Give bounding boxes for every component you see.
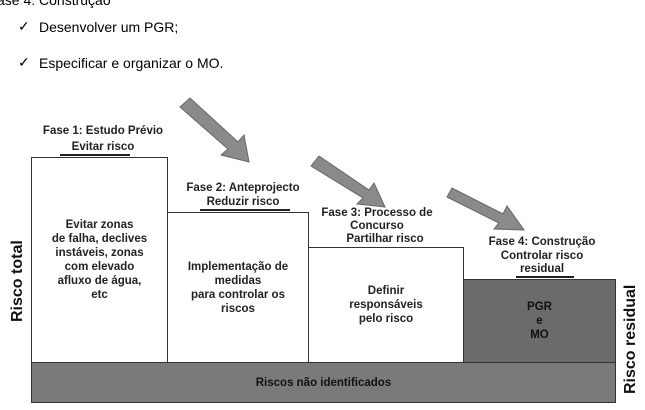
phase-4-description: PGR e MO	[527, 301, 552, 341]
phase-2-subtitle: Reduzir risco	[206, 196, 280, 208]
phase-2-box: Implementação de medidas para controlar …	[167, 212, 309, 363]
phase-1-description: Evitar zonas de falha, declives instávei…	[51, 219, 148, 301]
section-heading: ase 4: Construção	[0, 0, 111, 8]
phase-1-title: Fase 1: Estudo Prévio	[42, 125, 164, 137]
phase-1-subtitle: Evitar risco	[71, 141, 135, 153]
phase-4-title: Fase 4: Construção	[488, 236, 596, 248]
checklist-item: ✓ Especificar e organizar o MO.	[18, 54, 223, 71]
phase-1-underline	[60, 154, 130, 156]
phase-3-subtitle: Partilhar risco	[346, 233, 424, 245]
checkmark-icon: ✓	[18, 54, 30, 70]
phase-2-description: Implementação de medidas para controlar …	[187, 260, 289, 315]
phase-2-title: Fase 2: Anteprojecto	[186, 182, 300, 194]
phase-2-underline	[200, 209, 290, 211]
total-risk-axis-label: Risco total	[9, 240, 26, 322]
checkmark-icon: ✓	[18, 18, 30, 34]
residual-risk-axis-label: Risco residual	[622, 284, 639, 394]
checklist-item-text: Especificar e organizar o MO.	[39, 54, 224, 71]
phase-3-title: Fase 3: Processo de Concurso	[321, 207, 433, 232]
arrow-icon	[446, 187, 525, 231]
phase-4-box: PGR e MO	[463, 279, 616, 363]
arrow-icon	[310, 155, 386, 208]
unidentified-risks-label: Riscos não identificados	[255, 376, 392, 389]
phase-3-description: Definir responsáveis pelo risco	[349, 285, 423, 325]
phase-3-box: Definir responsáveis pelo risco	[308, 247, 464, 363]
unidentified-risks-bar: Riscos não identificados	[31, 362, 616, 403]
arrow-icon	[179, 97, 250, 163]
phase-1-box: Evitar zonas de falha, declives instávei…	[31, 157, 168, 363]
checklist-item-text: Desenvolver um PGR;	[39, 18, 179, 35]
phase-4-underline	[516, 276, 574, 278]
phase-4-subtitle: Controlar risco residual	[500, 250, 584, 275]
checklist-item: ✓ Desenvolver um PGR;	[18, 18, 178, 35]
